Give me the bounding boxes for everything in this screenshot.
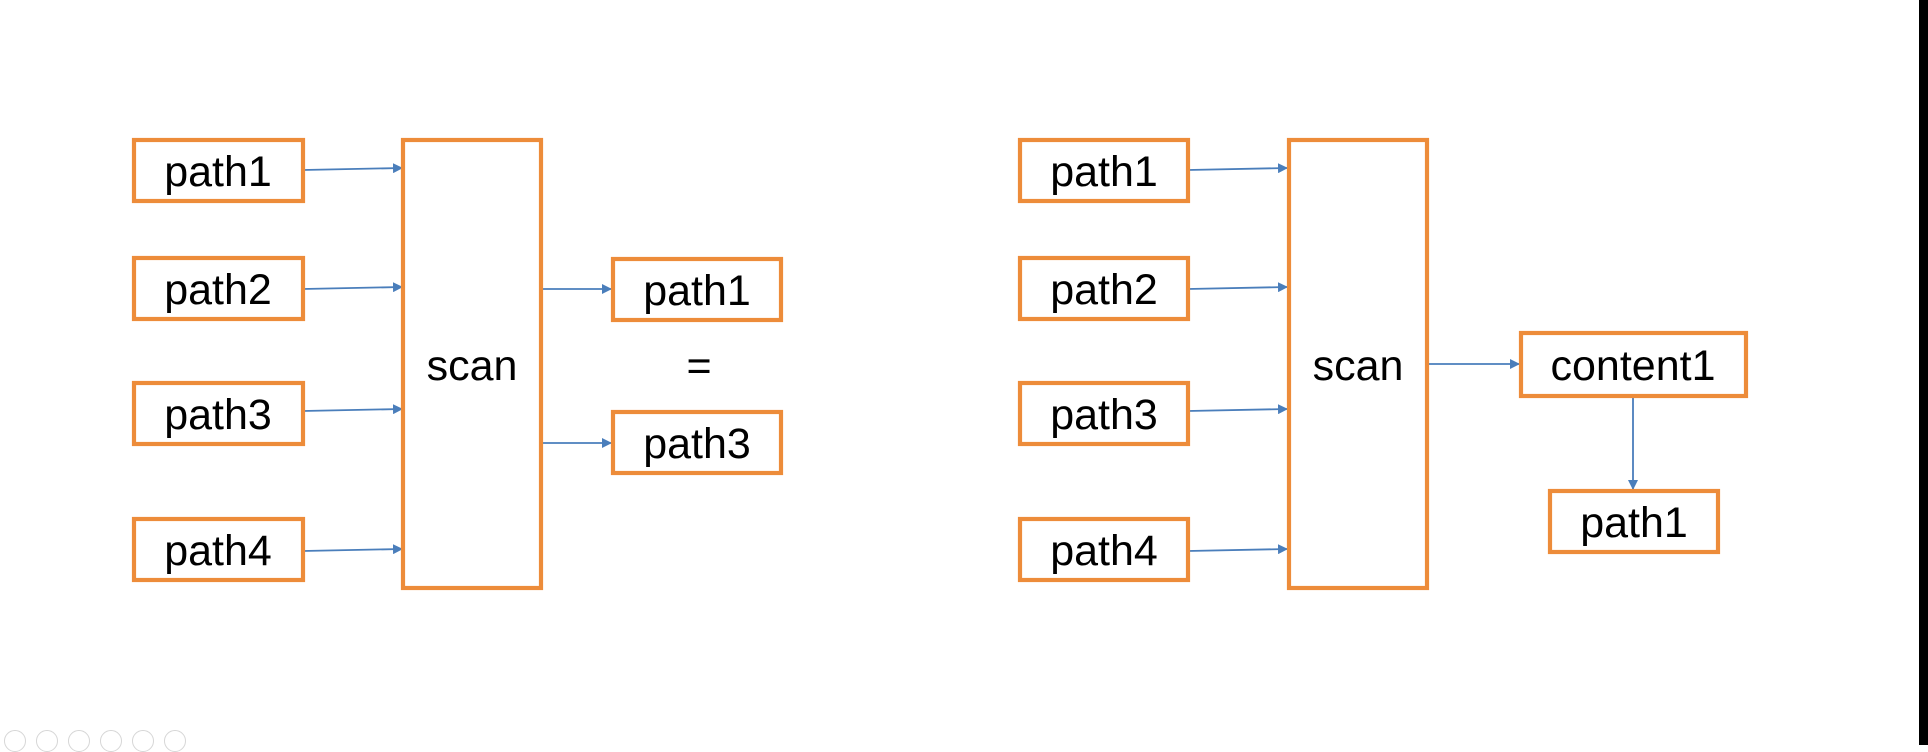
node-right-result: path1 <box>1547 488 1721 555</box>
node-left-scan: scan <box>400 137 544 591</box>
edge-left-path2-scan <box>302 282 403 293</box>
node-left-input-1: path1 <box>131 137 306 204</box>
toolbar-button-5[interactable] <box>132 730 154 752</box>
node-label: path1 <box>1580 499 1688 547</box>
node-label: path4 <box>1050 527 1158 575</box>
node-right-input-1: path1 <box>1017 137 1191 204</box>
node-right-content: content1 <box>1518 330 1749 399</box>
equals-sign: = <box>686 342 711 390</box>
left-diagram: path1 path2 path3 path4 scan path1 = pat… <box>131 137 784 591</box>
node-left-input-2: path2 <box>131 255 306 322</box>
node-label: path2 <box>1050 266 1158 314</box>
node-label: path3 <box>1050 391 1158 439</box>
edge-right-path1-scan <box>1187 163 1288 174</box>
node-label: path1 <box>164 148 272 196</box>
toolbar-button-2[interactable] <box>36 730 58 752</box>
node-left-output-1: path1 <box>610 256 784 323</box>
slide-toolbar <box>4 730 186 752</box>
node-right-input-4: path4 <box>1017 516 1191 583</box>
node-label: content1 <box>1551 342 1716 390</box>
node-label: path1 <box>643 267 751 315</box>
node-label: path3 <box>164 391 272 439</box>
node-label: scan <box>1313 342 1404 390</box>
toolbar-button-6[interactable] <box>164 730 186 752</box>
edge-right-path4-scan <box>1187 544 1288 555</box>
node-label: scan <box>427 342 518 390</box>
node-right-input-2: path2 <box>1017 255 1191 322</box>
window-edge-bar <box>1919 0 1928 745</box>
edge-right-path2-scan <box>1187 282 1288 293</box>
node-left-input-4: path4 <box>131 516 306 583</box>
node-left-input-3: path3 <box>131 380 306 447</box>
node-label: path1 <box>1050 148 1158 196</box>
edge-left-path1-scan <box>302 163 403 174</box>
edge-left-path4-scan <box>302 544 403 555</box>
node-label: path4 <box>164 527 272 575</box>
toolbar-button-4[interactable] <box>100 730 122 752</box>
right-diagram: path1 path2 path3 path4 scan content1 pa… <box>1017 137 1749 591</box>
node-label: path3 <box>643 420 751 468</box>
edge-right-path3-scan <box>1187 404 1288 415</box>
edge-left-path3-scan <box>302 404 403 415</box>
toolbar-button-1[interactable] <box>4 730 26 752</box>
node-right-input-3: path3 <box>1017 380 1191 447</box>
node-label: path2 <box>164 266 272 314</box>
toolbar-button-3[interactable] <box>68 730 90 752</box>
node-right-scan: scan <box>1286 137 1430 591</box>
node-left-output-2: path3 <box>610 409 784 476</box>
